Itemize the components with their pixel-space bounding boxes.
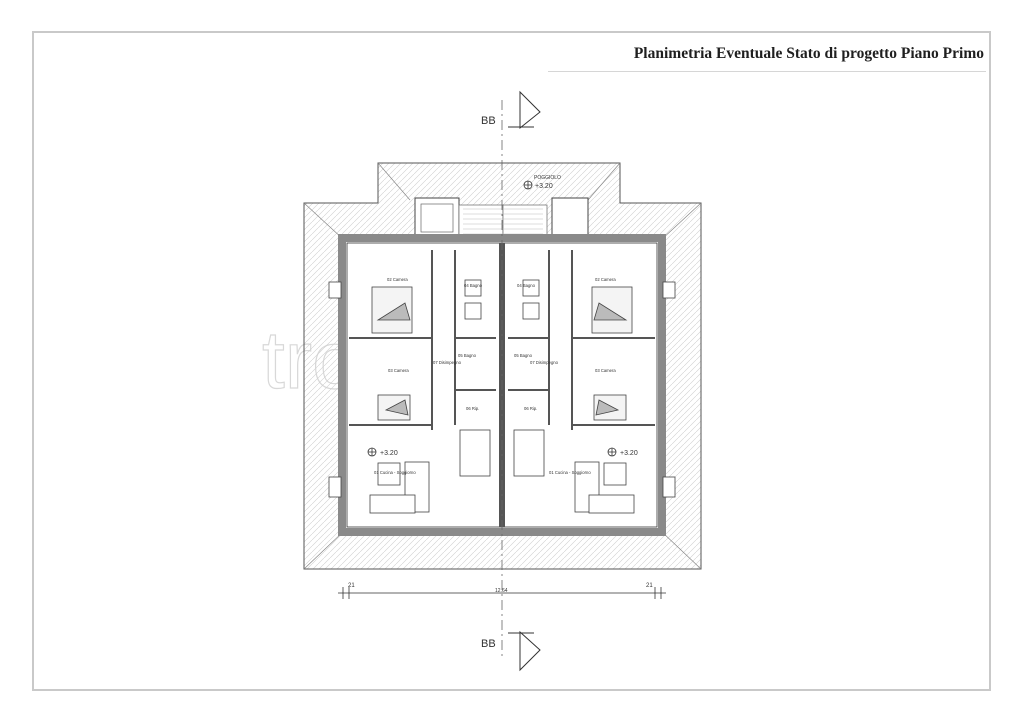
- room-label: 04 Bagno: [517, 283, 536, 288]
- dimension-left: 21: [348, 583, 355, 589]
- dimension-line: 21 21 12.64: [338, 583, 666, 599]
- room-label: 06 Rip.: [466, 406, 479, 411]
- plan-title: Planimetria Eventuale Stato di progetto …: [633, 45, 984, 62]
- windows: [328, 281, 676, 498]
- furniture-right: [513, 279, 635, 514]
- title-underline: [548, 71, 986, 72]
- room-label: 07 Disimpegno: [530, 360, 559, 365]
- furniture-left: [369, 279, 491, 514]
- room-label: 07 Disimpegno: [433, 360, 462, 365]
- room-label: 02 Camera: [387, 277, 408, 282]
- sheet-frame: [32, 31, 991, 691]
- dimension-right: 21: [646, 583, 653, 589]
- balcony-label: POGGIOLO: [534, 175, 561, 181]
- room-label: 06 Rip.: [524, 406, 537, 411]
- interior-partitions: [349, 250, 655, 430]
- level-right: +3.20: [620, 450, 638, 457]
- level-left: +3.20: [380, 450, 398, 457]
- room-label: 03 Camera: [388, 368, 409, 373]
- dimension-total: 12.64: [495, 588, 508, 594]
- level-marker-cross-icon: [368, 448, 376, 456]
- room-label: 02 Camera: [595, 277, 616, 282]
- section-label-bottom: BB: [481, 638, 496, 650]
- room-label: 04 Bagno: [464, 283, 483, 288]
- balcony-area: [414, 197, 589, 239]
- level-marker-cross-icon: [608, 448, 616, 456]
- section-marker-bottom: BB: [481, 630, 541, 672]
- room-label: 01 Cucina - Soggiorno: [374, 470, 416, 475]
- balcony-level: +3.20: [535, 183, 553, 190]
- room-label: 05 Bagno: [458, 353, 477, 358]
- room-label: 05 Bagno: [514, 353, 533, 358]
- room-label: 01 Cucina - Soggiorno: [549, 470, 591, 475]
- section-marker-top: BB: [481, 90, 541, 130]
- section-label-top: BB: [481, 115, 496, 127]
- level-marker-cross-icon: [524, 181, 532, 189]
- room-label: 03 Camera: [595, 368, 616, 373]
